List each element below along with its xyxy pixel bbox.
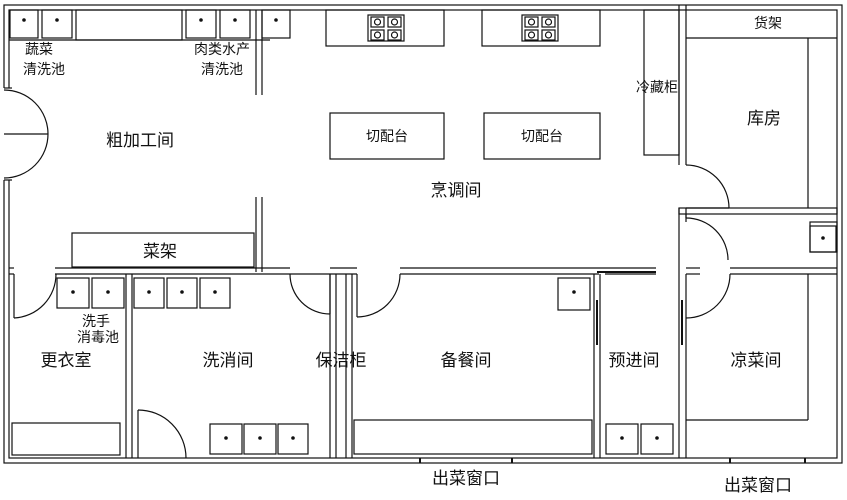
stove-1	[325, 9, 445, 47]
cold-dish-door	[685, 273, 731, 319]
pre-entry-basins	[605, 423, 674, 455]
room-storeroom: 库房	[747, 109, 781, 129]
room-rough-prep: 粗加工间	[106, 131, 174, 151]
cold-cabinet	[643, 9, 680, 156]
lower-walls	[125, 218, 687, 458]
serving-counter	[353, 419, 593, 455]
room-cold-dish: 凉菜间	[731, 351, 782, 371]
storeroom-walls	[678, 10, 838, 253]
meat-sink-basins	[185, 9, 291, 39]
serving-window-1-frame	[419, 458, 513, 463]
room-serving-prep: 备餐间	[441, 351, 492, 371]
serving-window-1-label: 出菜窗口	[432, 469, 500, 489]
veg-rack	[71, 232, 255, 268]
veg-sink-basins	[9, 9, 73, 39]
room-locker: 更衣室	[41, 351, 92, 371]
prep-table-1-label: 切配台	[366, 129, 408, 145]
room-dishwash: 洗消间	[203, 351, 254, 371]
serving-prep-door	[356, 273, 401, 318]
cold-dish-counter	[686, 274, 809, 421]
dishwash-corridor-door	[289, 273, 331, 315]
counter	[75, 9, 183, 41]
middle-wall	[9, 267, 837, 275]
serving-prep-sink	[557, 277, 591, 311]
room-cooking: 烹调间	[431, 180, 482, 201]
pre-entry-slides	[596, 271, 683, 345]
cold-cabinet-label: 冷藏柜	[636, 80, 678, 96]
dishwash-door	[137, 409, 187, 459]
hand-sink-basins	[56, 277, 125, 309]
shelf-label: 货架	[754, 15, 782, 32]
dishwash-basins-top	[133, 277, 231, 309]
storeroom-door	[685, 164, 730, 261]
locker-door	[13, 273, 57, 319]
meat-sink-label-2: 清洗池	[201, 62, 243, 78]
serving-window-2-frame	[729, 458, 806, 463]
serving-window-2-label: 出菜窗口	[724, 476, 792, 496]
shelf	[686, 37, 837, 208]
prep-table-1	[329, 112, 445, 160]
locker-bench	[11, 422, 121, 456]
veg-rack-label: 菜架	[143, 242, 177, 262]
stove-2	[481, 9, 601, 47]
prep-table-2-label: 切配台	[521, 129, 563, 145]
veg-sink-label-1: 蔬菜	[25, 42, 53, 58]
outer-walls	[3, 4, 843, 464]
prep-table-2	[483, 112, 601, 160]
hand-sink-label-2: 消毒池	[77, 330, 119, 346]
room-pre-entry: 预进间	[609, 351, 660, 371]
entry-door	[3, 89, 49, 179]
cold-dish-sink	[809, 225, 837, 253]
veg-sink-label-2: 清洗池	[23, 62, 65, 78]
hand-sink-label-1: 洗手	[82, 314, 110, 330]
dishwash-basins-bottom	[209, 423, 309, 455]
cleaning-cabinet-label: 保洁柜	[316, 351, 367, 371]
meat-sink-label-1: 肉类水产	[194, 42, 250, 58]
